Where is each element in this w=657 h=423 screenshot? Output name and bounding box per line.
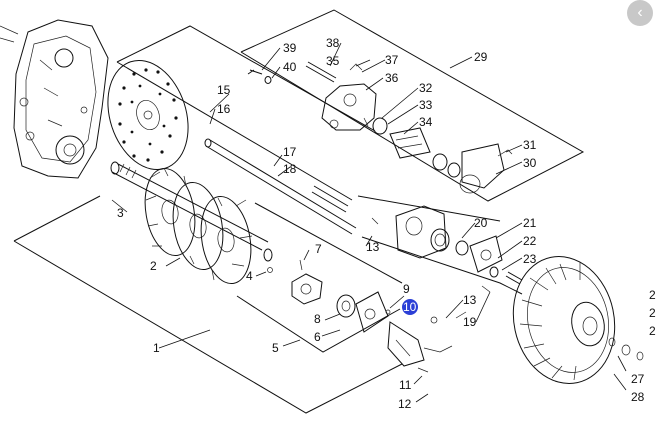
brake-caliper: [247, 61, 513, 194]
callout-36: 36: [385, 71, 399, 85]
callout-21: 21: [523, 216, 537, 230]
callout-16: 16: [217, 102, 231, 116]
callout-27: 27: [631, 372, 645, 386]
leader-lines: [111, 42, 627, 403]
callout-24: 2: [649, 288, 656, 302]
callout-1: 1: [153, 341, 160, 355]
callout-20: 20: [474, 216, 488, 230]
callout-38: 38: [326, 36, 340, 50]
callout-29: 29: [474, 50, 488, 64]
frame-caliper-group: [240, 9, 585, 202]
callout-10: 10: [403, 300, 417, 314]
callout-30: 30: [523, 156, 537, 170]
axle-shaft: [204, 138, 357, 235]
callout-labels: 1 2 3 4 5 6 7 8 9 10 11 12 13 13 15 16 1…: [117, 36, 656, 411]
frame-main-assembly: [13, 195, 403, 414]
callout-5: 5: [272, 341, 279, 355]
callout-37: 37: [385, 53, 399, 67]
callout-10-highlighted[interactable]: 10: [402, 299, 418, 315]
bearing-housing: [371, 205, 523, 293]
callout-28: 28: [631, 390, 645, 404]
callout-18: 18: [283, 162, 297, 176]
bearing-flange: [267, 259, 467, 373]
callout-19: 19: [463, 315, 477, 329]
driven-sprocket: [512, 256, 644, 384]
drive-shaft-sprockets: [110, 161, 273, 285]
callout-2: 2: [150, 259, 157, 273]
callout-12: 12: [398, 397, 412, 411]
callout-35: 35: [326, 54, 340, 68]
callout-9: 9: [403, 282, 410, 296]
callout-23: 23: [523, 252, 537, 266]
callout-4: 4: [246, 269, 253, 283]
callout-3: 3: [117, 206, 124, 220]
callout-34: 34: [419, 115, 433, 129]
callout-39: 39: [283, 41, 297, 55]
callout-13a: 13: [366, 240, 380, 254]
callout-11: 11: [399, 378, 412, 392]
callout-7: 7: [315, 242, 322, 256]
callout-33: 33: [419, 98, 433, 112]
highlight-marker: [402, 299, 418, 315]
callout-26: 2: [649, 324, 656, 338]
callout-25: 2: [649, 306, 656, 320]
callout-40: 40: [283, 60, 297, 74]
callout-15: 15: [217, 83, 231, 97]
callout-17: 17: [283, 145, 297, 159]
chaincase-housing: [0, 19, 109, 179]
callout-22: 22: [523, 234, 537, 248]
callout-13b: 13: [463, 293, 477, 307]
brake-disc: [107, 59, 189, 171]
callout-32: 32: [419, 81, 433, 95]
callout-6: 6: [314, 330, 321, 344]
callout-31: 31: [523, 138, 537, 152]
callout-8: 8: [314, 312, 321, 326]
chevron-left-icon[interactable]: ‹: [627, 0, 653, 26]
